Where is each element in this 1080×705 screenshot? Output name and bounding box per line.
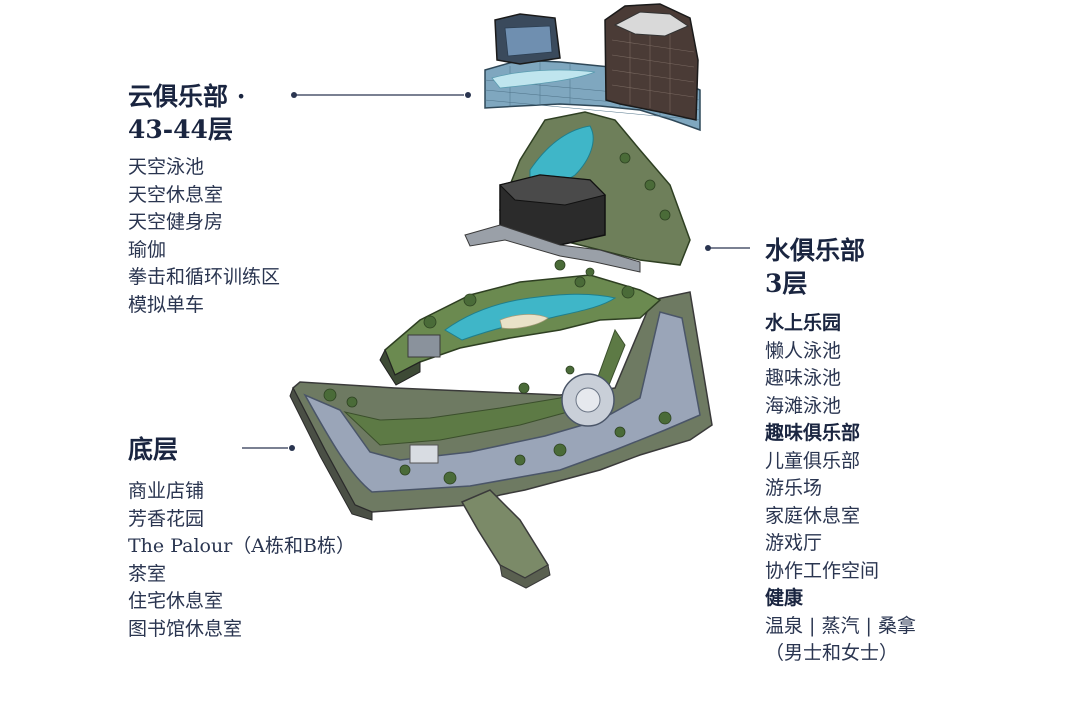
ground-floor-item: 茶室 (128, 562, 167, 585)
water-club-item: 趣味俱乐部 (765, 422, 861, 444)
water-club-item: 协作工作空间 (765, 559, 880, 582)
water-club-title-line2: 3层 (765, 269, 808, 298)
deck-trees (423, 276, 635, 329)
small-pavilion (409, 444, 439, 464)
water-club-item: 游乐场 (765, 477, 823, 499)
entrance-walkway-side (499, 564, 551, 589)
water-club-item: 懒人泳池 (765, 339, 842, 362)
water-club-item: 游戏厅 (765, 532, 823, 554)
cloud-club-item: 模拟单车 (128, 293, 205, 316)
connector-bridge (464, 224, 641, 273)
cloud-club-item: 天空泳池 (128, 156, 205, 178)
rooftop-pool (491, 69, 596, 89)
ground-floor-item: 住宅休息室 (128, 590, 224, 612)
water-club-items: 水上乐园 懒人泳池 趣味泳池 海滩泳池 趣味俱乐部 儿童俱乐部 游乐场 家庭休息… (765, 310, 916, 668)
ground-floor-item: 商业店铺 (128, 480, 205, 502)
ground-floor-title: 底层 (128, 435, 179, 464)
water-club-item: 家庭休息室 (765, 504, 861, 527)
water-club-item: 健康 (765, 587, 804, 609)
dark-building-top (499, 174, 606, 206)
water-club-item: （男士和女士） (765, 642, 899, 664)
cloud-club-title-line1: 云俱乐部 · (128, 82, 246, 111)
water-club-level (379, 274, 662, 386)
roundabout-center (575, 387, 601, 413)
cloud-club-items: 天空泳池 天空休息室 天空健身房 瑜伽 拳击和循环训练区 模拟单车 (128, 154, 280, 319)
cloud-club-item: 天空健身房 (128, 211, 224, 233)
ground-floor-item: The Palour（A栋和B栋） (128, 535, 355, 557)
ground-floor-callout: 底层 商业店铺 芳香花园 The Palour（A栋和B栋） 茶室 住宅休息室 … (128, 433, 355, 643)
water-club-item: 海滩泳池 (765, 394, 842, 417)
cloud-club-item: 瑜伽 (128, 238, 167, 261)
water-club-item: 趣味泳池 (765, 367, 842, 389)
cloud-club-item: 拳击和循环训练区 (128, 266, 281, 288)
entrance-walkway (460, 489, 550, 579)
water-club-title-line1: 水俱乐部 (765, 236, 866, 265)
podium-side-wall (289, 386, 373, 521)
ground-floor-leader-line (242, 445, 295, 451)
site-illustration (289, 3, 713, 589)
tower-b (604, 3, 699, 121)
ground-floor-items: 商业店铺 芳香花园 The Palour（A栋和B栋） 茶室 住宅休息室 图书馆… (128, 478, 355, 643)
cloud-club-item: 天空休息室 (128, 183, 224, 206)
water-club-item: 温泉 | 蒸汽 | 桑拿 (765, 614, 916, 637)
pavilion-building (407, 334, 441, 358)
tower-connector (464, 111, 691, 277)
water-club-item: 儿童俱乐部 (765, 449, 861, 472)
water-club-side (379, 348, 421, 386)
ground-floor-level (289, 291, 713, 589)
cloud-club-title: 云俱乐部 · 43-44层 (128, 80, 280, 146)
tower-a-glass (504, 25, 553, 57)
cloud-club-level (484, 3, 701, 132)
cloud-club-leader-line (291, 92, 471, 98)
water-club-callout: 水俱乐部 3层 水上乐园 懒人泳池 趣味泳池 海滩泳池 趣味俱乐部 儿童俱乐部 … (765, 234, 916, 668)
tower-b-windows (611, 30, 695, 112)
cloud-club-callout: 云俱乐部 · 43-44层 天空泳池 天空休息室 天空健身房 瑜伽 拳击和循环训… (128, 80, 280, 319)
inner-greenery (343, 328, 626, 446)
ground-floor-item: 芳香花园 (128, 507, 205, 530)
water-club-item: 水上乐园 (765, 312, 842, 334)
cloud-club-title-line2: 43-44层 (128, 115, 233, 144)
water-club-title: 水俱乐部 3层 (765, 234, 916, 300)
tower-b-top (613, 11, 690, 37)
beach-pool (499, 314, 549, 329)
main-road (303, 311, 701, 493)
tower-trees (554, 152, 671, 277)
ground-floor-item: 图书馆休息室 (128, 617, 243, 640)
trees (323, 365, 672, 485)
water-club-leader-line (705, 245, 750, 251)
